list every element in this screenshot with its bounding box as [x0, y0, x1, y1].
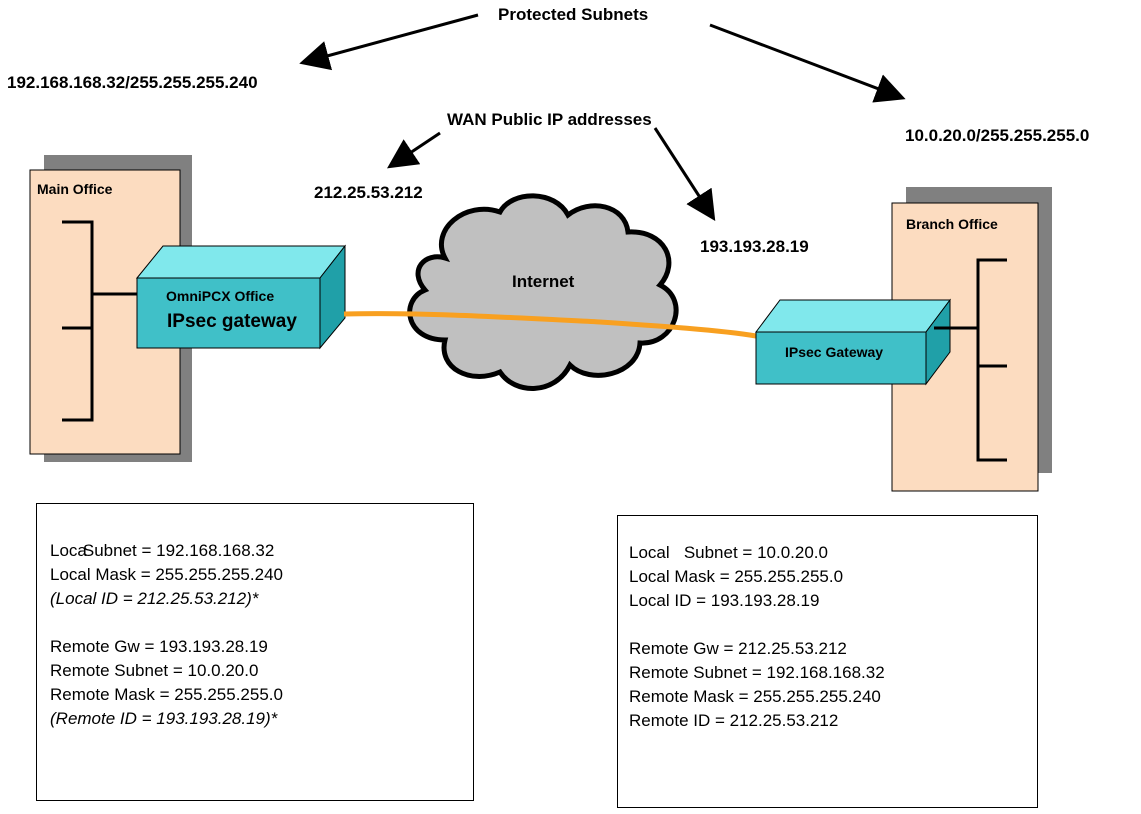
- right-local-subnet: Local Subnet = 10.0.20.0: [629, 543, 828, 562]
- vpn-tunnel-line: [343, 311, 757, 339]
- left-local-subnet: LocaSubnet = 192.168.168.32: [50, 541, 275, 560]
- right-remote-mask: Remote Mask = 255.255.255.240: [629, 687, 881, 706]
- annotation-arrows: [299, 13, 906, 222]
- branch-wan-ip: 193.193.28.19: [700, 237, 809, 256]
- right-local-mask: Local Mask = 255.255.255.0: [629, 567, 844, 586]
- branch-subnet-label: 10.0.20.0/255.255.255.0: [905, 126, 1090, 145]
- branch-gateway-box: [755, 298, 951, 386]
- left-remote-gw: Remote Gw = 193.193.28.19: [50, 637, 268, 656]
- branch-office-title: Branch Office: [906, 216, 998, 232]
- left-local-id: (Local ID = 212.25.53.212)*: [50, 589, 259, 608]
- main-office-network: [62, 220, 137, 422]
- left-remote-id: (Remote ID = 193.193.28.19)*: [50, 709, 278, 728]
- branch-gateway-label: IPsec Gateway: [785, 344, 884, 360]
- left-remote-mask: Remote Mask = 255.255.255.0: [50, 685, 283, 704]
- branch-office-config-box: Local Subnet = 10.0.20.0 Local Mask = 25…: [617, 515, 1038, 808]
- main-gateway-label-line1: OmniPCX Office: [166, 288, 275, 304]
- internet-cloud: [407, 193, 679, 391]
- main-office-config-box: LocaSubnet = 192.168.168.32 Local Mask =…: [36, 503, 474, 801]
- right-remote-subnet: Remote Subnet = 192.168.168.32: [629, 663, 885, 682]
- right-remote-gw: Remote Gw = 212.25.53.212: [629, 639, 847, 658]
- left-remote-subnet: Remote Subnet = 10.0.20.0: [50, 661, 259, 680]
- main-gateway-box: [135, 244, 347, 350]
- internet-label: Internet: [512, 272, 575, 291]
- left-local-mask: Local Mask = 255.255.255.240: [50, 565, 283, 584]
- branch-office-network: [934, 258, 1007, 462]
- protected-subnets-label: Protected Subnets: [498, 5, 649, 24]
- right-local-id: Local ID = 193.193.28.19: [629, 591, 820, 610]
- main-subnet-label: 192.168.168.32/255.255.255.240: [7, 73, 258, 92]
- right-remote-id: Remote ID = 212.25.53.212: [629, 711, 839, 730]
- main-wan-ip: 212.25.53.212: [314, 183, 423, 202]
- main-office-title: Main Office: [37, 181, 113, 197]
- wan-public-ip-label: WAN Public IP addresses: [447, 110, 652, 129]
- main-gateway-label-line2: IPsec gateway: [167, 311, 297, 332]
